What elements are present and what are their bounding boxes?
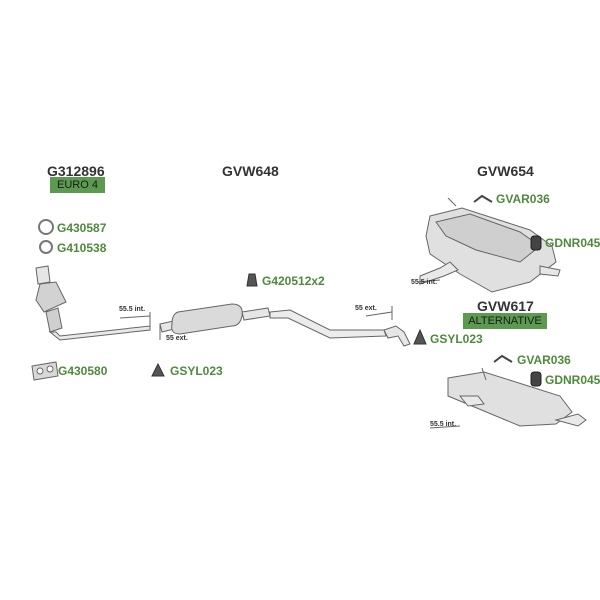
dimension-label: 55 ext. <box>355 305 377 312</box>
rear-alt-part-code[interactable]: GVW617 <box>477 298 534 314</box>
dim-line-1 <box>119 315 151 319</box>
hanger-icon[interactable] <box>473 194 493 203</box>
rear-silencer-drawing[interactable] <box>419 197 561 293</box>
gasket-icon[interactable] <box>39 240 53 254</box>
dimension-label: 55.5 int. <box>430 421 457 428</box>
hanger-icon[interactable] <box>493 354 513 363</box>
euro4-badge: EURO 4 <box>50 177 105 193</box>
catalyst-part-code[interactable]: G312896 <box>47 163 105 179</box>
dimension-label: 55 ext. <box>166 335 188 342</box>
clamp-ring-icon[interactable] <box>38 219 54 235</box>
dim-line-5 <box>429 425 461 429</box>
accessory-code-gsyl023-right[interactable]: GSYL023 <box>430 332 483 346</box>
dimension-label: 55.5 int. <box>411 279 438 286</box>
accessory-code-g430587[interactable]: G430587 <box>57 221 107 235</box>
dim-line-3 <box>365 311 393 317</box>
accessory-code-gvar036-alt[interactable]: GVAR036 <box>517 353 571 367</box>
middle-part-code[interactable]: GVW648 <box>222 163 279 179</box>
damper-icon[interactable] <box>530 235 542 251</box>
accessory-code-gdnr045-alt[interactable]: GDNR045 <box>545 373 600 387</box>
clamp-icon[interactable] <box>246 273 258 287</box>
middle-silencer-drawing[interactable] <box>159 303 411 347</box>
accessory-code-gvar036-top[interactable]: GVAR036 <box>496 192 550 206</box>
rubber-mount-icon[interactable] <box>151 362 165 377</box>
rear-part-code[interactable]: GVW654 <box>477 163 534 179</box>
accessory-code-g410538[interactable]: G410538 <box>57 241 107 255</box>
alternative-badge: ALTERNATIVE <box>463 313 547 329</box>
rear-alt-silencer-drawing[interactable] <box>447 367 587 427</box>
rubber-mount-icon[interactable] <box>413 328 427 345</box>
accessory-code-g420512[interactable]: G420512x2 <box>262 274 325 288</box>
accessory-code-gdnr045-top[interactable]: GDNR045 <box>545 236 600 250</box>
dim-line-4 <box>417 279 441 283</box>
accessory-code-gsyl023-left[interactable]: GSYL023 <box>170 364 223 378</box>
accessory-code-g430580[interactable]: G430580 <box>58 364 108 378</box>
dimension-label: 55.5 int. <box>119 306 146 313</box>
flange-gasket-icon[interactable] <box>31 361 59 381</box>
catalyst-drawing[interactable] <box>35 265 151 341</box>
damper-icon[interactable] <box>530 371 542 387</box>
